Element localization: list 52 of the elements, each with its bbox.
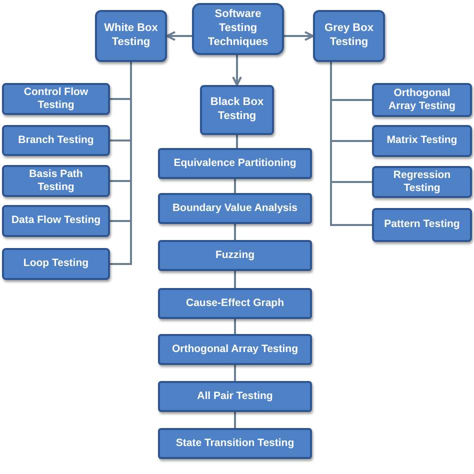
- process-box: [158, 288, 312, 319]
- connector-line: [234, 179, 236, 193]
- connector-line: [234, 319, 236, 334]
- node-label: Orthogonal Array Testing: [388, 86, 456, 114]
- process-box: [2, 165, 110, 197]
- arrow: [166, 31, 192, 41]
- node-label: Branch Testing: [17, 134, 95, 148]
- node-label: Black Box Testing: [209, 96, 265, 124]
- node-label: State Transition Testing: [174, 436, 296, 450]
- node-label: Boundary Value Analysis: [171, 202, 299, 216]
- node-label: Software Testing Techniques: [206, 8, 270, 50]
- node-label: All Pair Testing: [196, 390, 274, 404]
- process-box: [313, 10, 385, 62]
- node-label: Pattern Testing: [383, 218, 461, 232]
- node-label: Regression Testing: [392, 168, 452, 196]
- process-box: [2, 205, 110, 237]
- connector-line: [234, 271, 236, 288]
- node-label: Basis Path Testing: [28, 168, 84, 194]
- node-label: White Box Testing: [103, 22, 159, 50]
- process-box: [2, 83, 110, 115]
- connector-line: [110, 62, 132, 265]
- process-box: [372, 166, 472, 198]
- arrow: [232, 55, 242, 86]
- connector-line: [330, 62, 372, 226]
- node-label: Control Flow Testing: [22, 86, 90, 112]
- process-box: [372, 125, 472, 157]
- connector-line: [234, 224, 236, 240]
- process-box: [372, 83, 472, 117]
- process-box: [2, 125, 110, 156]
- connector-line: [234, 412, 236, 428]
- process-box: [158, 334, 312, 365]
- node-label: Equivalence Partitioning: [172, 156, 298, 170]
- node-label: Matrix Testing: [386, 134, 458, 148]
- node-label: Grey Box Testing: [324, 22, 374, 50]
- connector-line: [234, 365, 236, 381]
- process-box: [200, 85, 274, 135]
- arrow: [284, 31, 314, 41]
- process-box: [372, 208, 472, 242]
- node-label: Cause-Effect Graph: [184, 296, 286, 310]
- node-label: Loop Testing: [22, 257, 90, 271]
- process-box: [158, 148, 312, 179]
- node-label: Orthogonal Array Testing: [170, 342, 299, 356]
- process-box: [2, 248, 110, 280]
- process-box: [158, 193, 312, 224]
- process-box: [95, 10, 167, 62]
- node-label: Data Flow Testing: [10, 214, 102, 228]
- node-label: Fuzzing: [214, 248, 256, 262]
- process-box: [158, 428, 312, 459]
- connector-line: [236, 135, 238, 148]
- process-box: [158, 381, 312, 412]
- process-box: [192, 3, 284, 55]
- process-box: [158, 240, 312, 271]
